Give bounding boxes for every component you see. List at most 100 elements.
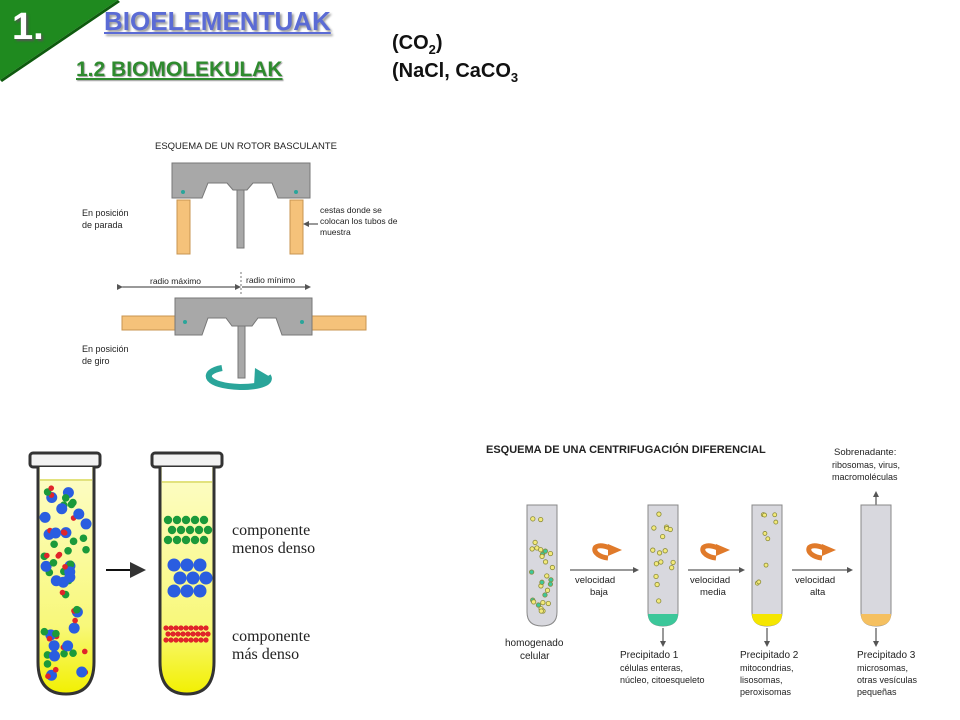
supernatant-title: Sobrenadante: bbox=[834, 447, 896, 458]
particle bbox=[62, 563, 68, 570]
basket-left-stop bbox=[176, 199, 191, 255]
slide-number: 1. bbox=[12, 6, 44, 48]
cell-particle bbox=[542, 592, 548, 598]
red-particle bbox=[195, 631, 201, 637]
particle bbox=[80, 518, 92, 530]
more-dense-line2: más denso bbox=[232, 646, 299, 663]
cell-particle bbox=[656, 550, 663, 556]
basket-right-stop bbox=[289, 199, 304, 255]
stop-label-line1: En posición bbox=[82, 208, 129, 218]
red-particle bbox=[200, 631, 206, 637]
cell-particle bbox=[545, 600, 551, 607]
cell-particle bbox=[535, 602, 542, 608]
red-particle bbox=[205, 631, 211, 637]
less-dense-line2: menos denso bbox=[232, 540, 315, 557]
particle bbox=[69, 649, 77, 658]
particle bbox=[52, 666, 59, 673]
green-particle bbox=[199, 535, 209, 545]
particle bbox=[40, 627, 49, 636]
red-particle bbox=[173, 625, 179, 631]
cell-particle bbox=[542, 548, 548, 554]
cell-particle bbox=[538, 608, 544, 614]
red-particle bbox=[198, 637, 204, 643]
basket-right-spin bbox=[309, 315, 367, 331]
particle bbox=[48, 640, 60, 652]
cell-particle bbox=[763, 562, 769, 568]
spin-icon-3 bbox=[806, 543, 825, 561]
particle bbox=[39, 511, 51, 523]
particle bbox=[55, 553, 62, 559]
particle bbox=[67, 500, 76, 509]
cell-particle bbox=[539, 579, 545, 585]
red-particle bbox=[183, 637, 189, 643]
particle bbox=[73, 605, 81, 614]
particle bbox=[68, 622, 80, 634]
diff-tube-homogenate bbox=[526, 504, 558, 627]
red-particle bbox=[203, 637, 209, 643]
cell-particle bbox=[772, 512, 778, 518]
red-particle bbox=[175, 631, 181, 637]
p3-title: Precipitado 3 bbox=[857, 650, 916, 661]
green-particle bbox=[181, 515, 191, 525]
speed2-line2: media bbox=[700, 587, 727, 598]
cell-particle bbox=[538, 516, 544, 523]
green-particle bbox=[163, 515, 173, 525]
cell-particle bbox=[531, 599, 537, 605]
speed3-line1: velocidad bbox=[795, 575, 835, 586]
particle bbox=[43, 660, 52, 668]
p3-line1: microsomas, bbox=[857, 663, 908, 673]
speed2-line1: velocidad bbox=[690, 575, 730, 586]
cell-particle bbox=[548, 577, 554, 583]
red-particle bbox=[203, 625, 209, 631]
cell-particle bbox=[549, 564, 556, 571]
p1-title: Precipitado 1 bbox=[620, 650, 679, 661]
green-particle bbox=[203, 525, 213, 535]
blue-particle bbox=[193, 558, 207, 572]
cell-particle bbox=[542, 559, 549, 565]
more-dense-line1: componente bbox=[232, 628, 310, 645]
rotor-spin bbox=[121, 297, 367, 391]
green-particle bbox=[172, 515, 182, 525]
cell-particle bbox=[650, 547, 656, 553]
diff-tube-1 bbox=[647, 504, 679, 627]
green-particle bbox=[194, 525, 204, 535]
red-particle bbox=[183, 625, 189, 631]
particle bbox=[61, 494, 70, 502]
diff-title: ESQUEMA DE UNA CENTRIFUGACIÓN DIFERENCIA… bbox=[486, 443, 766, 456]
formula-salts: (NaCl, CaCO3 bbox=[392, 60, 519, 85]
cell-particle bbox=[756, 579, 762, 585]
red-particle bbox=[173, 637, 179, 643]
particle bbox=[49, 650, 61, 662]
cell-particle bbox=[773, 519, 779, 525]
red-particle bbox=[188, 637, 194, 643]
less-dense-line1: componente bbox=[232, 522, 310, 539]
red-particle bbox=[185, 631, 191, 637]
cell-particle bbox=[654, 581, 660, 588]
radius-max-label: radio máximo bbox=[150, 276, 201, 286]
cell-particle bbox=[530, 516, 536, 522]
red-particle bbox=[165, 631, 171, 637]
page-subtitle: 1.2 BIOMOLEKULAK bbox=[76, 58, 283, 81]
spin-label-line2: de giro bbox=[82, 356, 110, 366]
speed1-line2: baja bbox=[590, 587, 609, 598]
particle bbox=[50, 527, 62, 539]
baskets-label-line1: cestas donde se bbox=[320, 205, 382, 215]
homog-line1: homogenado bbox=[505, 638, 564, 649]
red-particle bbox=[168, 625, 174, 631]
red-particle bbox=[168, 637, 174, 643]
cell-particle bbox=[653, 573, 659, 580]
red-particle bbox=[163, 625, 169, 631]
particle bbox=[61, 530, 68, 536]
p3-line2: otras vesículas bbox=[857, 675, 918, 685]
cell-particle bbox=[547, 550, 554, 557]
speed1-line1: velocidad bbox=[575, 575, 615, 586]
cell-particle bbox=[544, 587, 551, 593]
cell-particle bbox=[762, 531, 768, 536]
cell-particle bbox=[656, 511, 662, 517]
baskets-label-line2: colocan los tubos de bbox=[320, 216, 398, 226]
cell-particle bbox=[653, 561, 660, 567]
red-particle bbox=[193, 637, 199, 643]
particle bbox=[56, 503, 68, 515]
red-particle bbox=[178, 637, 184, 643]
